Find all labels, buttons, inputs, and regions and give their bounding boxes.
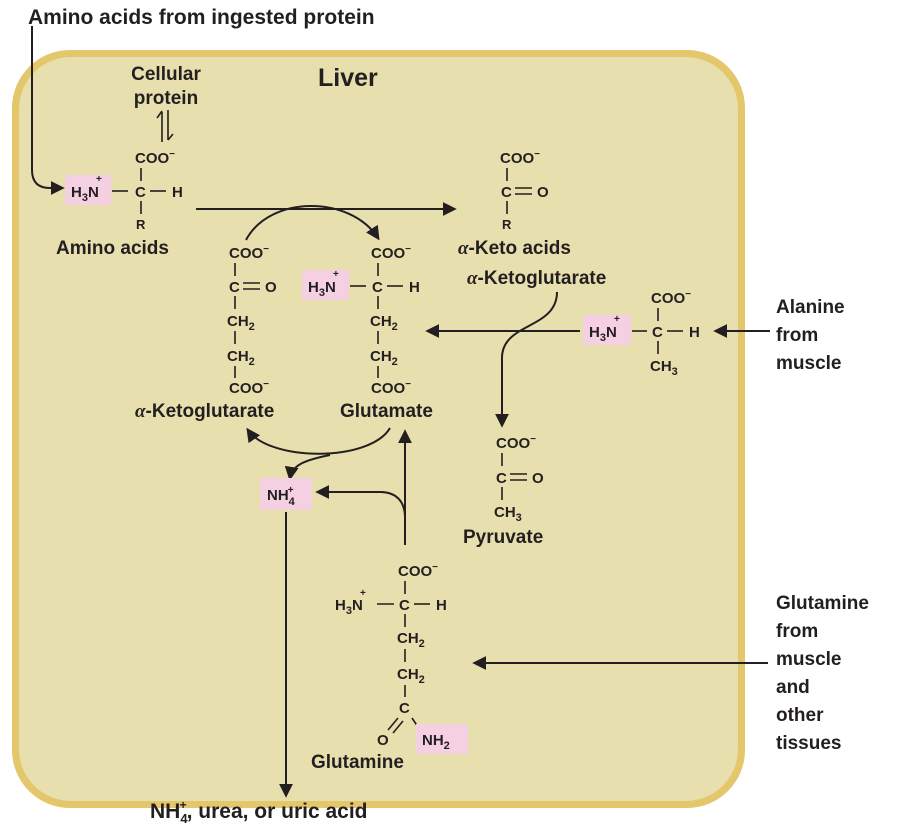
glutamine-structure: COO− H3N + C H CH2 CH2 C O NH2 (335, 562, 468, 754)
glutamine-to-nh4-arrow (315, 485, 406, 519)
svg-text:+: + (614, 314, 620, 325)
h3n-highlight-alanine (583, 315, 631, 345)
svg-text:CH2: CH2 (227, 313, 255, 333)
svg-text:C: C (229, 279, 240, 296)
cellular-protein-line1: Cellular (131, 64, 201, 85)
alanine-structure: COO− H3N + C H CH3 (583, 289, 700, 378)
glutamine-from-1: Glutamine (776, 593, 869, 614)
glutamine-from-2: from (776, 621, 818, 642)
svg-text:H: H (436, 597, 447, 614)
svg-text:C: C (399, 700, 410, 717)
svg-text:H: H (409, 279, 420, 296)
svg-text:H3N: H3N (71, 184, 99, 204)
glutamate-structure: COO− H3N + C H CH2 CH2 COO− (302, 244, 420, 397)
svg-text:COO−: COO− (500, 149, 540, 167)
nh4-highlight (260, 478, 312, 510)
svg-text:COO−: COO− (371, 244, 411, 262)
amino-acid-structure: H3N + C H COO− R (65, 149, 183, 232)
svg-text:H: H (172, 184, 183, 201)
glutamine-label: Glutamine (311, 752, 404, 773)
svg-text:CH2: CH2 (370, 313, 398, 333)
ingested-arrow (31, 26, 65, 195)
svg-text:C: C (135, 184, 146, 201)
svg-text:H3N: H3N (308, 279, 336, 299)
akg-to-glutamate-arrow (245, 205, 380, 241)
equilibrium-arrows (156, 110, 174, 142)
svg-text:+: + (360, 588, 366, 599)
svg-text:R: R (502, 217, 512, 232)
header-label: Amino acids from ingested protein (28, 6, 375, 29)
glutamate-to-akg-arrow (246, 427, 391, 455)
alanine-label-3: muscle (776, 353, 841, 374)
svg-text:O: O (377, 732, 389, 749)
svg-text:+: + (333, 269, 339, 280)
svg-text:COO−: COO− (371, 379, 411, 397)
svg-text:CH2: CH2 (370, 348, 398, 368)
keto-acids-label: α-Keto acids (458, 238, 571, 259)
glutamate-label: Glutamate (340, 401, 433, 422)
nh2-highlight (416, 724, 468, 754)
deamination-arrow (284, 454, 331, 481)
svg-text:COO−: COO− (229, 379, 269, 397)
h3n-highlight (65, 175, 111, 205)
glutamine-from-5: other (776, 705, 824, 726)
svg-text:O: O (265, 279, 277, 296)
svg-text:C: C (652, 324, 663, 341)
svg-text:O: O (537, 184, 549, 201)
svg-text:CH3: CH3 (494, 504, 522, 524)
glutamine-from-3: muscle (776, 649, 841, 670)
svg-text:COO−: COO− (651, 289, 691, 307)
svg-text:H3N: H3N (589, 324, 617, 344)
svg-text:R: R (136, 217, 146, 232)
nh4-label: NH4+ (267, 485, 296, 508)
amino-acids-label: Amino acids (56, 238, 169, 259)
glutamine-from-6: tissues (776, 733, 841, 754)
svg-text:C: C (496, 470, 507, 487)
akg-to-pyruvate-arrow (495, 291, 558, 428)
svg-text:CH2: CH2 (397, 666, 425, 686)
svg-text:COO−: COO− (398, 562, 438, 580)
svg-text:C: C (372, 279, 383, 296)
svg-text:CH2: CH2 (227, 348, 255, 368)
svg-text:+: + (96, 174, 102, 185)
svg-text:C: C (501, 184, 512, 201)
akg-top-label: α-Ketoglutarate (467, 268, 606, 289)
pyruvate-label: Pyruvate (463, 527, 543, 548)
svg-text:H: H (689, 324, 700, 341)
svg-text:H3N: H3N (335, 597, 363, 617)
glutamine-from-4: and (776, 677, 810, 698)
svg-text:COO−: COO− (496, 434, 536, 452)
svg-text:O: O (532, 470, 544, 487)
akg-left-label: α-Ketoglutarate (135, 401, 274, 422)
svg-text:COO−: COO− (135, 149, 175, 167)
h3n-highlight-glutamate (302, 270, 349, 300)
liver-inner (19, 57, 738, 801)
svg-text:NH2: NH2 (422, 732, 450, 752)
cellular-protein-line2: protein (134, 88, 198, 109)
alanine-label-2: from (776, 325, 818, 346)
svg-text:COO−: COO− (229, 244, 269, 262)
liver-title: Liver (318, 64, 378, 92)
akg-structure: COO− C O CH2 CH2 COO− (227, 244, 277, 397)
pyruvate-structure: COO− C O CH3 (494, 434, 544, 524)
svg-text:CH3: CH3 (650, 358, 678, 378)
alanine-label-1: Alanine (776, 297, 845, 318)
output-label: NH4+, urea, or uric acid (150, 798, 368, 825)
svg-text:CH2: CH2 (397, 630, 425, 650)
keto-acid-structure: COO− C O R (500, 149, 549, 232)
svg-text:C: C (399, 597, 410, 614)
